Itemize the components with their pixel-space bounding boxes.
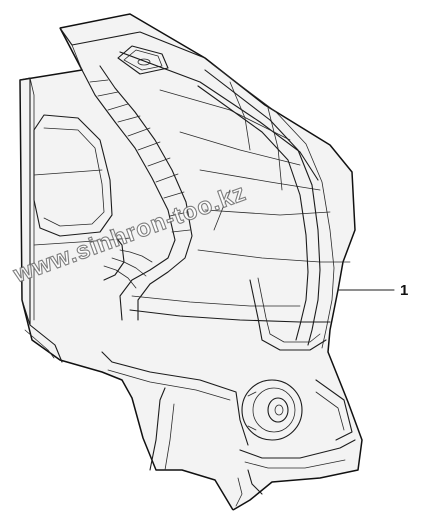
upper-recess <box>33 114 131 246</box>
panel-outline <box>19 13 363 511</box>
lower-panel <box>101 351 356 507</box>
ribbed-channel <box>81 65 193 321</box>
mounting-boss <box>241 379 303 441</box>
part-callout-label: 1 <box>400 282 409 299</box>
right-frame <box>129 63 335 351</box>
top-lip <box>59 27 206 75</box>
